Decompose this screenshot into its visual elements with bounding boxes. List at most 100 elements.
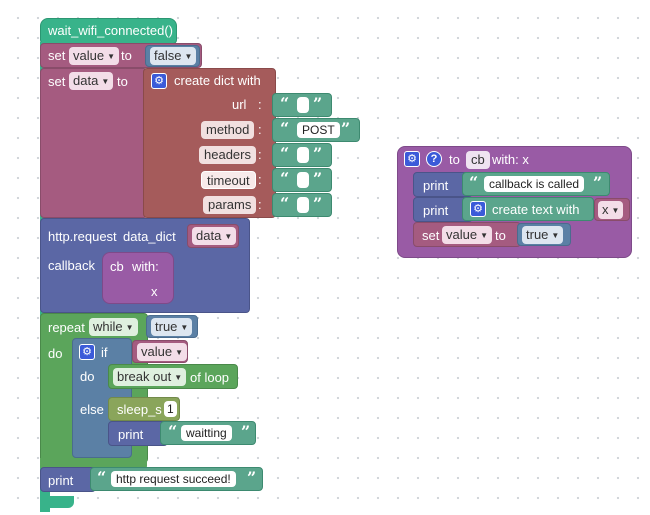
false-block[interactable]: false▼ [145, 45, 200, 67]
loop-mode-value: while [93, 319, 123, 334]
string-block-method[interactable]: “ POST ” [272, 118, 360, 142]
create-text-label: create text with [492, 202, 580, 217]
print-label: print [48, 473, 74, 488]
variable-name: value [446, 227, 478, 242]
loop-mode-dropdown[interactable]: while▼ [89, 318, 138, 336]
chevron-down-icon: ▼ [107, 52, 115, 61]
callback-with-label: with: [132, 259, 159, 274]
break-out-block[interactable]: break out▼ of loop [108, 364, 238, 389]
string-block-succeed[interactable]: “ http request succeed! ” [90, 467, 263, 491]
data-variable-block[interactable]: data▼ [187, 224, 239, 248]
variable-dropdown[interactable]: data▼ [192, 227, 237, 245]
boolean-value: false [154, 48, 182, 63]
close-quote-icon: ” [313, 169, 323, 188]
sleep-seconds-input[interactable]: 1 [164, 401, 177, 417]
string-value[interactable]: callback is called [484, 176, 585, 192]
chevron-down-icon: ▼ [125, 323, 134, 332]
value-variable-block[interactable]: value▼ [132, 340, 188, 363]
string-block-callback-called[interactable]: “ callback is called ” [462, 172, 610, 196]
gear-icon[interactable]: ⚙ [79, 344, 95, 360]
http-request-label: http.request [48, 229, 117, 244]
string-value[interactable]: waitting [181, 425, 232, 441]
set-data-block[interactable]: set data▼ to [40, 68, 148, 218]
do-label: do [80, 369, 95, 384]
do-label: do [48, 346, 63, 361]
dict-key-label: headers [199, 146, 256, 164]
variable-name: data [73, 73, 99, 88]
variable-dropdown[interactable]: x▼ [598, 201, 624, 219]
boolean-dropdown[interactable]: false▼ [150, 47, 197, 65]
chevron-down-icon: ▼ [175, 348, 183, 357]
create-dict-block[interactable]: ⚙ create dict with [143, 68, 276, 218]
variable-dropdown[interactable]: value▼ [442, 226, 492, 244]
string-block-timeout[interactable]: “ ” [272, 168, 332, 192]
dict-separator: : [258, 97, 262, 112]
close-quote-icon: ” [341, 119, 351, 138]
dict-key-label: url [232, 97, 247, 112]
callback-name-label: cb [110, 259, 124, 274]
to-keyword: to [495, 228, 506, 243]
variable-name: x [602, 202, 609, 217]
true-block[interactable]: true▼ [146, 315, 198, 338]
print-block[interactable]: print [108, 421, 168, 446]
close-quote-icon: ” [313, 194, 323, 213]
variable-dropdown[interactable]: data▼ [69, 72, 114, 90]
function-bottom-cap [40, 496, 74, 508]
function-name-field[interactable]: cb [466, 151, 490, 169]
string-block-headers[interactable]: “ ” [272, 143, 332, 167]
string-block-waitting[interactable]: “ waitting ” [160, 421, 256, 445]
gear-icon[interactable]: ⚙ [404, 151, 420, 167]
print-label: print [118, 427, 144, 442]
dict-separator: : [258, 172, 262, 187]
set-value-block[interactable]: set value▼ to false▼ [40, 43, 202, 68]
true-block[interactable]: true▼ [517, 223, 571, 246]
string-value[interactable]: POST [297, 122, 340, 138]
boolean-dropdown[interactable]: true▼ [151, 318, 193, 336]
set-value-block[interactable]: set value▼ to [413, 222, 521, 247]
of-loop-label: of loop [190, 370, 230, 385]
string-value[interactable] [297, 147, 309, 163]
close-quote-icon: ” [313, 144, 323, 163]
dict-key-label: timeout [201, 171, 256, 189]
break-mode-value: break out [117, 369, 172, 384]
dict-separator: : [258, 147, 262, 162]
string-block-url[interactable]: “ ” [272, 93, 332, 117]
close-quote-icon: ” [241, 422, 251, 441]
set-keyword: set [48, 74, 66, 89]
sleep-block[interactable]: sleep_s 1 [108, 397, 180, 421]
x-variable-block[interactable]: x▼ [594, 198, 630, 221]
to-keyword: to [449, 152, 460, 167]
create-text-block[interactable]: ⚙ create text with [462, 197, 594, 221]
help-icon[interactable]: ? [426, 151, 442, 167]
open-quote-icon: “ [168, 422, 178, 441]
boolean-dropdown[interactable]: true▼ [522, 226, 564, 244]
to-keyword: to [117, 74, 128, 89]
variable-dropdown[interactable]: value▼ [137, 343, 187, 361]
variable-name: value [141, 344, 173, 359]
final-print-block[interactable]: print [40, 467, 96, 492]
open-quote-icon: “ [280, 94, 290, 113]
gear-icon[interactable]: ⚙ [470, 201, 486, 217]
chevron-down-icon: ▼ [101, 77, 110, 86]
string-value[interactable]: http request succeed! [111, 471, 236, 487]
gear-icon[interactable]: ⚙ [151, 73, 167, 89]
data-dict-param-label: data_dict [123, 229, 176, 244]
callback-param-x: x [151, 284, 158, 299]
chevron-down-icon: ▼ [611, 206, 620, 215]
dict-separator: : [258, 122, 262, 137]
close-quote-icon: ” [313, 94, 323, 113]
string-value[interactable] [297, 97, 309, 113]
break-mode-dropdown[interactable]: break out▼ [113, 368, 187, 386]
string-value[interactable] [297, 197, 309, 213]
if-label: if [101, 345, 108, 360]
function-hat-block[interactable]: wait_wifi_connected() [40, 18, 177, 44]
dict-key-label: method [201, 121, 255, 139]
close-quote-icon: ” [247, 468, 257, 487]
open-quote-icon: “ [280, 144, 290, 163]
string-value[interactable] [297, 172, 309, 188]
string-block-params[interactable]: “ ” [272, 193, 332, 217]
open-quote-icon: “ [280, 119, 290, 138]
else-label: else [80, 402, 104, 417]
variable-dropdown[interactable]: value▼ [69, 47, 119, 65]
callback-lambda-block[interactable]: cb with: x [102, 252, 174, 304]
